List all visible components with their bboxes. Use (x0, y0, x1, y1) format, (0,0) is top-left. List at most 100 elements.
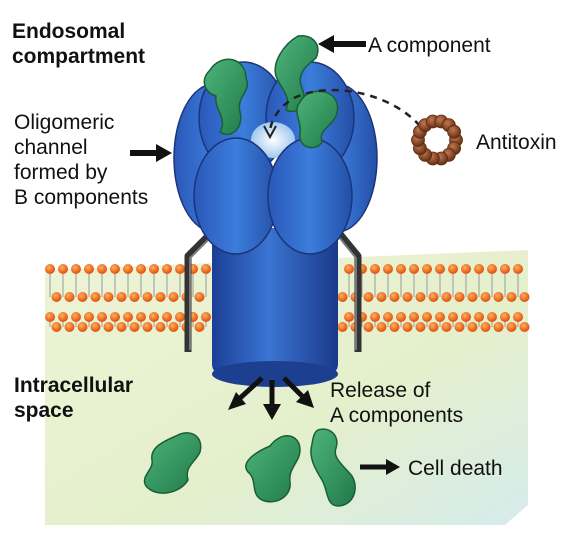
lipid-head (51, 292, 62, 302)
lipid-head (370, 312, 380, 322)
release-label: Release of A components (330, 379, 464, 427)
lipid-head (441, 322, 452, 332)
lipid-head (64, 322, 75, 332)
lipid-head (480, 322, 491, 332)
antitoxin-label: Antitoxin (476, 131, 557, 154)
lipid-head (474, 264, 484, 274)
lipid-head (415, 322, 426, 332)
lipid-head (500, 312, 510, 322)
antitoxin-path (268, 88, 421, 131)
lipid-head (77, 292, 88, 302)
lipid-head (415, 292, 426, 302)
lipid-head (370, 264, 380, 274)
lipid-head (162, 312, 172, 322)
lipid-head (155, 322, 166, 332)
channel-stem (212, 228, 338, 376)
lipid-head (136, 312, 146, 322)
lipid-head (435, 312, 445, 322)
lipid-head (149, 264, 159, 274)
lipid-head (493, 292, 504, 302)
lipid-head (383, 264, 393, 274)
lipid-head (519, 322, 530, 332)
channel-pore (251, 122, 295, 158)
lipid-head (45, 264, 55, 274)
lipid-head (376, 292, 387, 302)
lipid-head (64, 292, 75, 302)
lipid-head (363, 322, 374, 332)
b-component-arms (184, 231, 362, 352)
lipid-head (142, 322, 153, 332)
lipid-head (194, 292, 205, 302)
lipid-head (428, 292, 439, 302)
lipid-head (84, 264, 94, 274)
lipid-head (467, 322, 478, 332)
lipid-head (129, 322, 140, 332)
lipid-head (363, 292, 374, 302)
lipid-head (344, 312, 354, 322)
lipid-head (136, 264, 146, 274)
lipid-head (383, 312, 393, 322)
lipid-head (409, 312, 419, 322)
lipid-head (402, 322, 413, 332)
lipid-head (116, 292, 127, 302)
lipid-head (487, 312, 497, 322)
lipid-head (454, 322, 465, 332)
lipid-head (201, 312, 211, 322)
lipid-head (162, 264, 172, 274)
cell-death-label: Cell death (408, 457, 503, 480)
lipid-head (97, 312, 107, 322)
lipid-head (519, 292, 530, 302)
lipid-head (493, 322, 504, 332)
lipid-head (428, 322, 439, 332)
lipid-head (461, 264, 471, 274)
lipid-head (506, 292, 517, 302)
lipid-head (51, 322, 62, 332)
lipid-head (175, 264, 185, 274)
lipid-head (448, 264, 458, 274)
release-arrows (228, 376, 314, 420)
lipid-head (337, 322, 348, 332)
lipid-head (344, 264, 354, 274)
lipid-head (97, 264, 107, 274)
antitoxin-ring (411, 114, 463, 166)
oligomeric-channel-label: Oligomeric channel formed by B component… (14, 111, 149, 209)
lipid-head (506, 322, 517, 332)
lipid-head (389, 292, 400, 302)
lipid-head (441, 292, 452, 302)
lipid-head (194, 322, 205, 332)
lipid-head (435, 264, 445, 274)
lipid-head (110, 312, 120, 322)
lipid-head (103, 292, 114, 302)
lipid-head (58, 312, 68, 322)
lipid-head (337, 292, 348, 302)
lipid-head (84, 312, 94, 322)
lipid-head (409, 264, 419, 274)
a-component-label: A component (368, 34, 491, 57)
lipid-head (422, 264, 432, 274)
lipid-head (129, 292, 140, 302)
antitoxin-bead (447, 124, 462, 139)
lipid-head (116, 322, 127, 332)
lipid-head (454, 292, 465, 302)
lipid-head (513, 312, 523, 322)
lipid-head (461, 312, 471, 322)
lipid-head (402, 292, 413, 302)
lipid-head (467, 292, 478, 302)
lipid-head (168, 322, 179, 332)
lipid-head (103, 322, 114, 332)
lipid-head (448, 312, 458, 322)
lipid-head (513, 264, 523, 274)
lipid-head (500, 264, 510, 274)
released-a-components (143, 428, 356, 507)
lipid-head (71, 264, 81, 274)
lipid-head (168, 292, 179, 302)
lipid-head (389, 322, 400, 332)
lipid-head (123, 264, 133, 274)
lipid-head (396, 312, 406, 322)
lipid-head (422, 312, 432, 322)
lipid-head (474, 312, 484, 322)
lipid-head (155, 292, 166, 302)
lipid-head (142, 292, 153, 302)
lipid-head (123, 312, 133, 322)
